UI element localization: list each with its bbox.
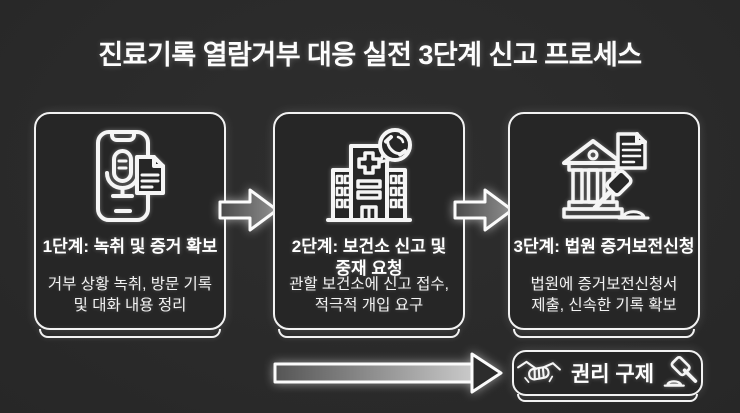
courthouse-gavel-icon <box>562 132 650 220</box>
result-label: 권리 구제 <box>570 363 655 386</box>
step-2-title: 2단계: 보건소 신고 및 중재 요청 <box>291 237 447 278</box>
step-2-description: 관할 보건소에 신고 접수, 적극적 개입 요구 <box>289 276 449 314</box>
page-title: 진료기록 열람거부 대응 실전 3단계 신고 프로세스 <box>98 40 642 70</box>
step-3-description: 법원에 증거보전신청서 제출, 신속한 기록 확보 <box>530 276 678 314</box>
result-arrow-icon <box>273 352 503 394</box>
health-center-call-icon <box>326 128 412 222</box>
step-card-3: 3단계: 법원 증거보전신청 법원에 증거보전신청서 제출, 신속한 기록 확보 <box>508 112 700 338</box>
gavel-icon <box>663 356 698 387</box>
result-pill: 권리 구제 <box>512 350 703 402</box>
flow-arrow-icon <box>453 188 514 232</box>
step-card-2: 2단계: 보건소 신고 및 중재 요청 관할 보건소에 신고 접수, 적극적 개… <box>273 112 465 338</box>
handshake-icon <box>516 360 561 383</box>
step-1-title: 1단계: 녹취 및 증거 확보 <box>42 237 218 256</box>
step-card-1: 1단계: 녹취 및 증거 확보 거부 상황 녹취, 방문 기록 및 대화 내용 … <box>34 112 226 338</box>
step-1-description: 거부 상황 녹취, 방문 기록 및 대화 내용 정리 <box>47 276 213 314</box>
step-3-title: 3단계: 법원 증거보전신청 <box>513 237 695 256</box>
phone-recording-icon <box>96 130 165 222</box>
flow-arrow-icon <box>218 188 279 232</box>
